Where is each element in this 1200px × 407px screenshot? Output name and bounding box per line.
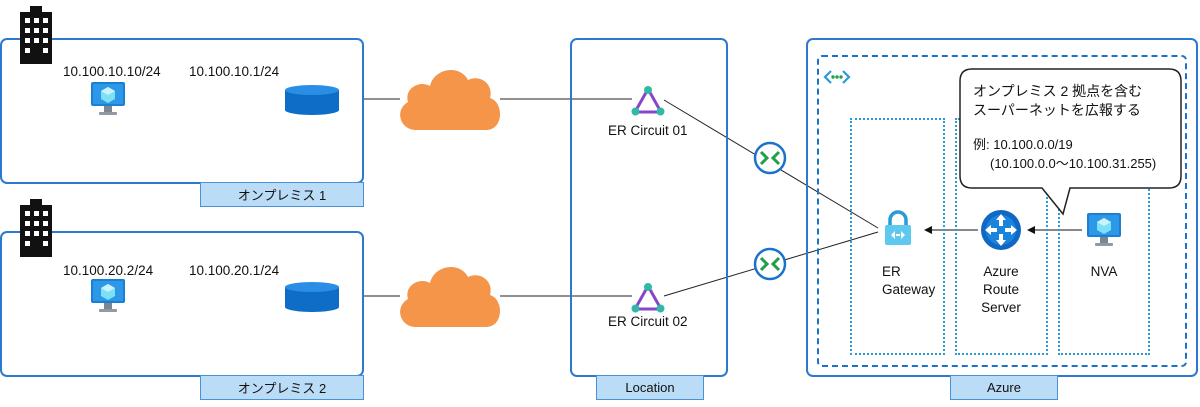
vnet-boundary [817,55,1187,367]
onprem2-gw-ip: 10.100.20.1/24 [189,263,280,278]
onprem2-tag: オンプレミス 2 [200,375,364,400]
callout-line1: オンプレミス 2 拠点を含む [973,83,1143,99]
onprem1-vm-ip: 10.100.10.10/24 [63,64,161,79]
building-icon [20,199,52,257]
azure-tag: Azure [950,375,1058,400]
nva-label: NVA [1090,264,1118,279]
cloud-icon [400,266,501,327]
vm-monitor-icon [91,279,125,312]
router-cylinder-icon [285,85,339,115]
route-server-label-2: Route [982,282,1020,297]
gateway-subnet [850,118,945,355]
er-gateway-label-1: ER [882,264,901,279]
er-gateway-label-2: Gateway [882,282,936,297]
vm-monitor-icon [91,82,125,115]
callout-line2: スーパーネットを広報する [973,102,1141,118]
cloud-icon [400,69,501,130]
er-circuit-icon [631,85,665,116]
onprem2-vm-ip: 10.100.20.2/24 [63,263,154,278]
route-server-icon [981,210,1021,250]
er-circuit-icon [631,282,665,313]
circuit1-label: ER Circuit 01 [608,123,688,138]
router-cylinder-icon [285,282,339,312]
route-server-label-1: Azure [983,264,1019,279]
vm-monitor-icon [1087,213,1121,246]
peering-icon [753,247,787,281]
circuit2-label: ER Circuit 02 [608,314,688,329]
callout-line4: (10.100.0.0〜10.100.31.255) [990,156,1157,171]
onprem1-tag: オンプレミス 1 [200,182,364,207]
er-gateway-lock-icon [885,210,911,245]
callout-bubble [959,68,1182,216]
location-tag: Location [596,375,704,400]
onprem1-gw-ip: 10.100.10.1/24 [189,64,280,79]
vnet-icon [823,70,851,84]
route-server-label-3: Server [981,300,1021,315]
building-icon [20,6,52,64]
callout-line3: 例: 10.100.0.0/19 [973,137,1073,152]
peering-icon [753,141,787,175]
